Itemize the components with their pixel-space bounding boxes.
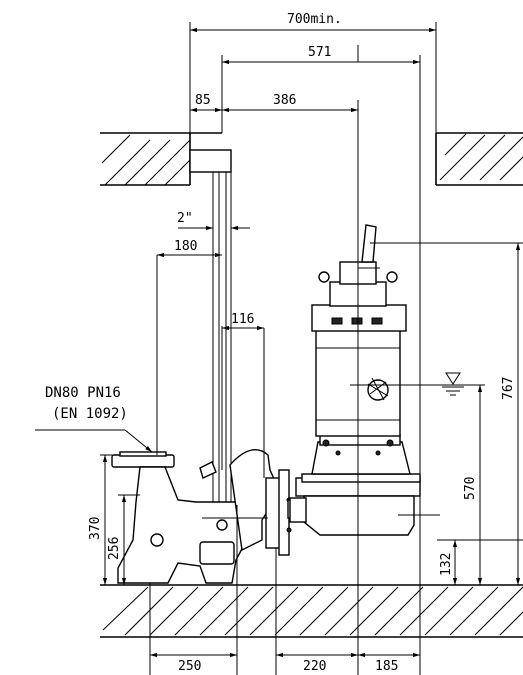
flange-leader — [35, 429, 153, 453]
horizontal-dimensions — [150, 27, 436, 658]
dim-220: 220 — [303, 659, 326, 674]
dim-185: 185 — [375, 659, 398, 674]
dim-180: 180 — [174, 239, 197, 254]
flange-spec-line1: DN80 PN16 — [45, 385, 121, 401]
pump-unit — [289, 224, 421, 536]
discharge-base — [111, 449, 309, 584]
dim-767: 767 — [501, 377, 516, 400]
ceiling-slab-right — [435, 132, 523, 186]
dim-132: 132 — [439, 553, 454, 576]
dim-256: 256 — [107, 537, 122, 560]
floor-slab — [100, 584, 523, 638]
dim-370: 370 — [88, 517, 103, 540]
dim-250: 250 — [178, 659, 201, 674]
dim-700min: 700min. — [287, 12, 342, 27]
dim-116: 116 — [231, 312, 254, 327]
water-level-icon — [442, 372, 464, 396]
dim-pipe-2in: 2" — [177, 211, 193, 226]
vertical-dimensions — [102, 243, 521, 585]
reference-lines — [100, 22, 523, 675]
dim-571: 571 — [308, 45, 331, 60]
dim-386: 386 — [273, 93, 296, 108]
flange-spec-line2: (EN 1092) — [52, 406, 128, 422]
dim-570: 570 — [463, 477, 478, 500]
dim-85: 85 — [195, 93, 211, 108]
